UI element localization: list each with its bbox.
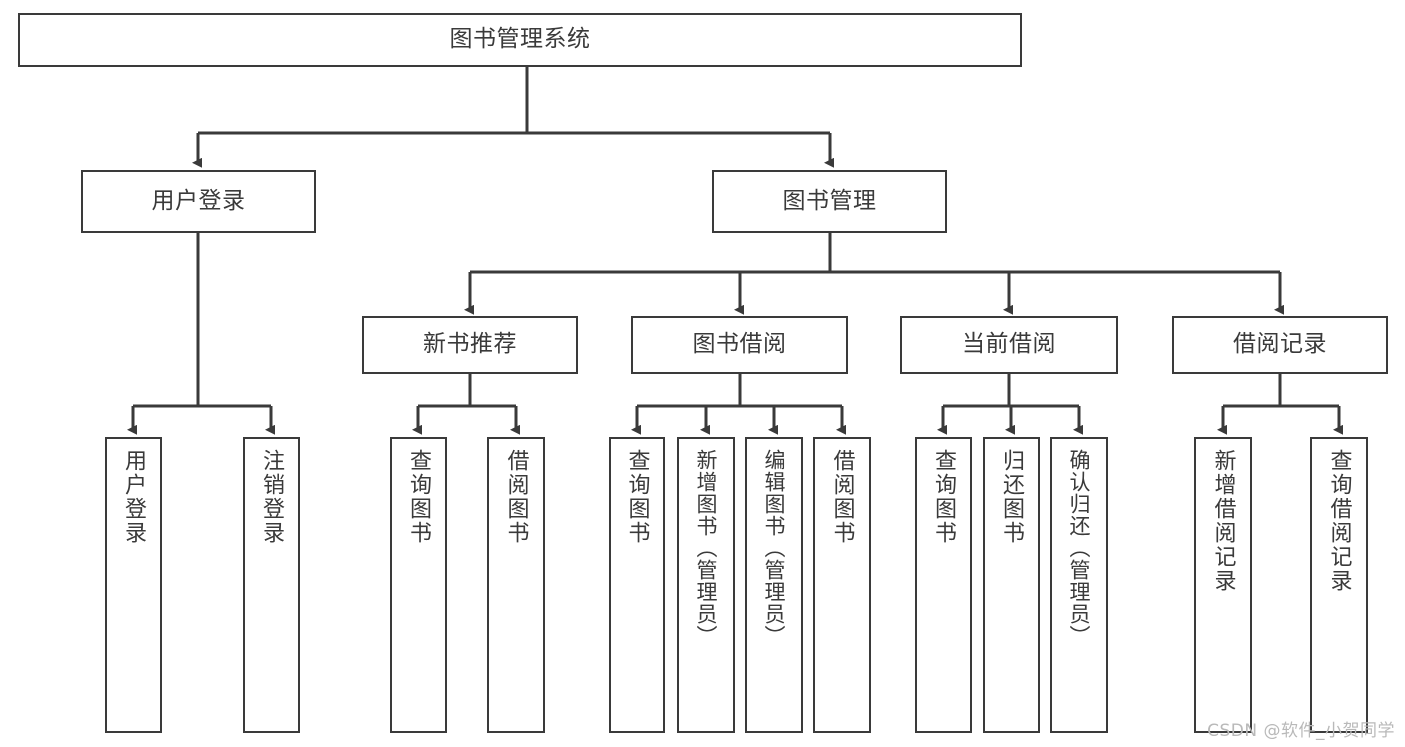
- node-label: 新增借阅记录: [1210, 449, 1236, 593]
- node-label: 图书管理: [782, 187, 877, 214]
- node-leaf-query-book-recommend[interactable]: 查询图书: [390, 437, 447, 733]
- node-leaf-user-login[interactable]: 用户登录: [105, 437, 162, 733]
- node-leaf-add-book-admin[interactable]: 新增图书（管理员）: [677, 437, 735, 733]
- node-leaf-query-book-borrow[interactable]: 查询图书: [609, 437, 665, 733]
- node-label: 新书推荐: [423, 331, 517, 358]
- node-user-login[interactable]: 用户登录: [81, 170, 316, 233]
- node-label: 归还图书: [999, 449, 1025, 545]
- node-label: 查询图书: [931, 449, 957, 545]
- node-label: 用户登录: [121, 449, 147, 545]
- node-leaf-borrow-book[interactable]: 借阅图书: [813, 437, 871, 733]
- node-leaf-add-borrow-record[interactable]: 新增借阅记录: [1194, 437, 1252, 733]
- node-leaf-logout-login[interactable]: 注销登录: [243, 437, 300, 733]
- node-book-management[interactable]: 图书管理: [712, 170, 947, 233]
- node-label: 查询借阅记录: [1326, 449, 1352, 593]
- csdn-watermark: CSDN @软件_小贺同学: [1207, 721, 1395, 741]
- node-new-book-recommend[interactable]: 新书推荐: [362, 316, 578, 374]
- node-label: 新增图书（管理员）: [694, 449, 719, 647]
- node-leaf-query-borrow-record[interactable]: 查询借阅记录: [1310, 437, 1368, 733]
- node-root-book-management-system[interactable]: 图书管理系统: [18, 13, 1022, 67]
- node-label: 查询图书: [406, 449, 432, 545]
- node-label: 图书借阅: [692, 331, 787, 358]
- node-label: 借阅记录: [1233, 331, 1327, 358]
- node-leaf-query-book-current[interactable]: 查询图书: [915, 437, 972, 733]
- node-borrow-record[interactable]: 借阅记录: [1172, 316, 1388, 374]
- node-label: 用户登录: [151, 187, 246, 214]
- node-leaf-confirm-return-admin[interactable]: 确认归还（管理员）: [1050, 437, 1108, 733]
- node-label: 确认归还（管理员）: [1067, 449, 1092, 647]
- node-current-borrow[interactable]: 当前借阅: [900, 316, 1118, 374]
- node-label: 当前借阅: [962, 331, 1056, 358]
- node-label: 图书管理系统: [449, 26, 591, 53]
- node-label: 借阅图书: [829, 449, 855, 545]
- node-label: 注销登录: [259, 449, 285, 545]
- node-label: 查询图书: [624, 449, 650, 545]
- node-leaf-return-book[interactable]: 归还图书: [983, 437, 1040, 733]
- node-leaf-edit-book-admin[interactable]: 编辑图书（管理员）: [745, 437, 803, 733]
- node-leaf-borrow-book-recommend[interactable]: 借阅图书: [487, 437, 545, 733]
- node-book-borrow[interactable]: 图书借阅: [631, 316, 848, 374]
- node-label: 编辑图书（管理员）: [762, 449, 787, 647]
- node-label: 借阅图书: [503, 449, 529, 545]
